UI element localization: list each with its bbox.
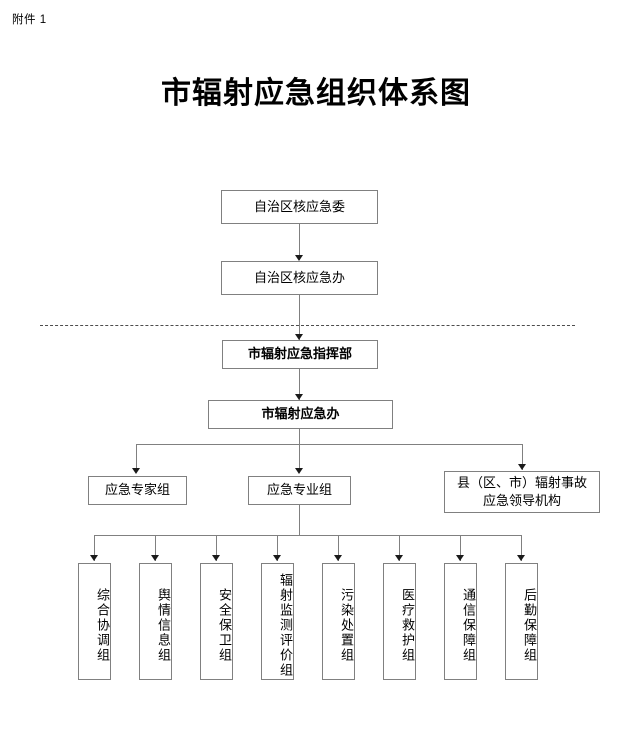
connector-bus-to-expert-group bbox=[136, 444, 137, 472]
connector-n4-bus-stem bbox=[299, 429, 300, 445]
arrow-head-county-agency bbox=[518, 464, 526, 470]
arrow-head-expert-group bbox=[132, 468, 140, 474]
arrow-head-professional-group bbox=[295, 468, 303, 474]
node-autonomous-region-nuclear-emergency-committee[interactable]: 自治区核应急委 bbox=[221, 190, 378, 224]
connector-bus-to-group-7 bbox=[460, 535, 461, 561]
node-communication-support-group[interactable]: 通信保障组 bbox=[444, 563, 477, 680]
arrow-head-n1-n2 bbox=[295, 255, 303, 261]
arrow-head-n2-n3 bbox=[295, 334, 303, 340]
node-emergency-expert-group[interactable]: 应急专家组 bbox=[88, 476, 187, 505]
connector-bus-to-group-5 bbox=[338, 535, 339, 561]
connector-bus-to-group-6 bbox=[399, 535, 400, 561]
connector-n2-n3 bbox=[299, 295, 300, 340]
connector-n3-n4 bbox=[299, 369, 300, 400]
node-logistics-support-group[interactable]: 后勤保障组 bbox=[505, 563, 538, 680]
arrow-head-n3-n4 bbox=[295, 394, 303, 400]
arrow-head-group-6 bbox=[395, 555, 403, 561]
page-title: 市辐射应急组织体系图 bbox=[161, 77, 471, 110]
connector-bus-to-county-agency bbox=[522, 444, 523, 470]
connector-bus-to-group-4 bbox=[277, 535, 278, 561]
connector-n1-n2 bbox=[299, 224, 300, 260]
arrow-head-group-5 bbox=[334, 555, 342, 561]
node-radiation-monitoring-assessment-group[interactable]: 辐射监测评价组 bbox=[261, 563, 294, 680]
attachment-label: 附件 1 bbox=[12, 14, 47, 26]
node-medical-rescue-group[interactable]: 医疗救护组 bbox=[383, 563, 416, 680]
connector-bus-to-group-8 bbox=[521, 535, 522, 561]
node-comprehensive-coordination-group[interactable]: 综合协调组 bbox=[78, 563, 111, 680]
county-agency-label-line2: 应急领导机构 bbox=[482, 493, 561, 508]
node-security-guard-group[interactable]: 安全保卫组 bbox=[200, 563, 233, 680]
arrow-head-group-8 bbox=[517, 555, 525, 561]
node-public-opinion-information-group[interactable]: 舆情信息组 bbox=[139, 563, 172, 680]
arrow-head-group-4 bbox=[273, 555, 281, 561]
node-autonomous-region-nuclear-emergency-office[interactable]: 自治区核应急办 bbox=[221, 261, 378, 295]
arrow-head-group-3 bbox=[212, 555, 220, 561]
node-pollution-disposal-group[interactable]: 污染处置组 bbox=[322, 563, 355, 680]
connector-professional-group-bus-stem bbox=[299, 505, 300, 536]
connector-bus-to-professional-group bbox=[299, 444, 300, 472]
node-municipal-radiation-emergency-headquarters[interactable]: 市辐射应急指挥部 bbox=[222, 340, 378, 369]
connector-level6-bus bbox=[94, 535, 521, 536]
node-emergency-professional-group[interactable]: 应急专业组 bbox=[248, 476, 351, 505]
county-agency-label-line1: 县（区、市）辐射事故 bbox=[456, 475, 587, 491]
arrow-head-group-7 bbox=[456, 555, 464, 561]
connector-bus-to-group-3 bbox=[216, 535, 217, 561]
connector-level5-bus bbox=[136, 444, 523, 445]
connector-bus-to-group-1 bbox=[94, 535, 95, 561]
connector-bus-to-group-2 bbox=[155, 535, 156, 561]
arrow-head-group-2 bbox=[151, 555, 159, 561]
node-municipal-radiation-emergency-office[interactable]: 市辐射应急办 bbox=[208, 400, 393, 429]
level-divider-dashed-line bbox=[40, 325, 575, 326]
arrow-head-group-1 bbox=[90, 555, 98, 561]
node-county-district-city-radiation-emergency-leading-agency[interactable]: 县（区、市）辐射事故 应急领导机构 bbox=[444, 471, 600, 513]
